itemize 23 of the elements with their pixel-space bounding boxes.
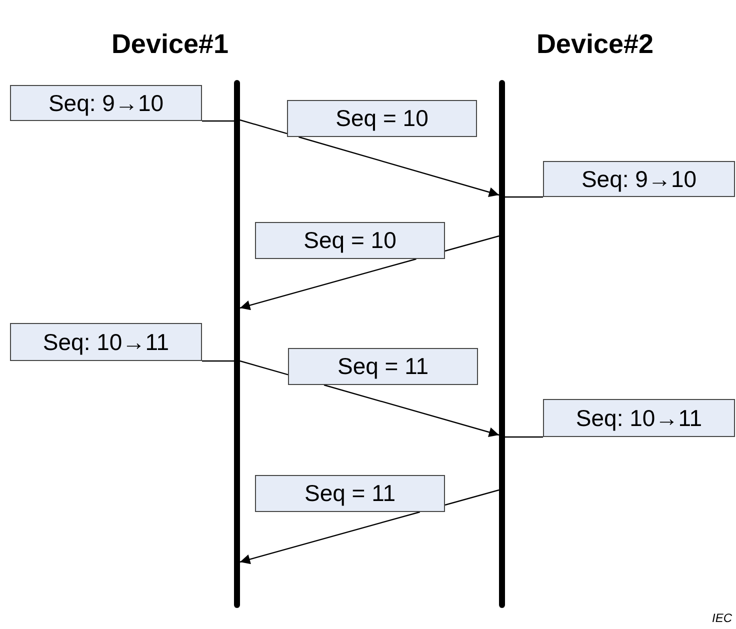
leader-line — [505, 196, 543, 198]
device-heading: Device#2 — [535, 28, 655, 60]
message-box: Seq = 11 — [255, 475, 445, 512]
source-note: IEC — [712, 612, 732, 624]
device-heading: Device#1 — [110, 28, 230, 60]
message-arrow — [240, 258, 416, 310]
message-arrow — [240, 511, 420, 564]
message-line — [240, 360, 288, 376]
state-box: Seq: 9→10 — [10, 85, 202, 121]
message-box: Seq = 10 — [255, 222, 445, 259]
message-box: Seq = 10 — [287, 100, 477, 137]
state-box: Seq: 10→11 — [543, 399, 735, 437]
message-line — [444, 489, 500, 506]
message-arrow — [298, 136, 500, 198]
state-box: Seq: 9→10 — [543, 161, 735, 197]
message-box: Seq = 11 — [288, 348, 478, 385]
state-box: Seq: 10→11 — [10, 323, 202, 361]
message-line — [240, 119, 288, 134]
leader-line — [202, 120, 234, 122]
message-arrow — [324, 384, 500, 438]
leader-line — [505, 436, 543, 438]
leader-line — [202, 360, 234, 362]
message-line — [444, 235, 500, 252]
